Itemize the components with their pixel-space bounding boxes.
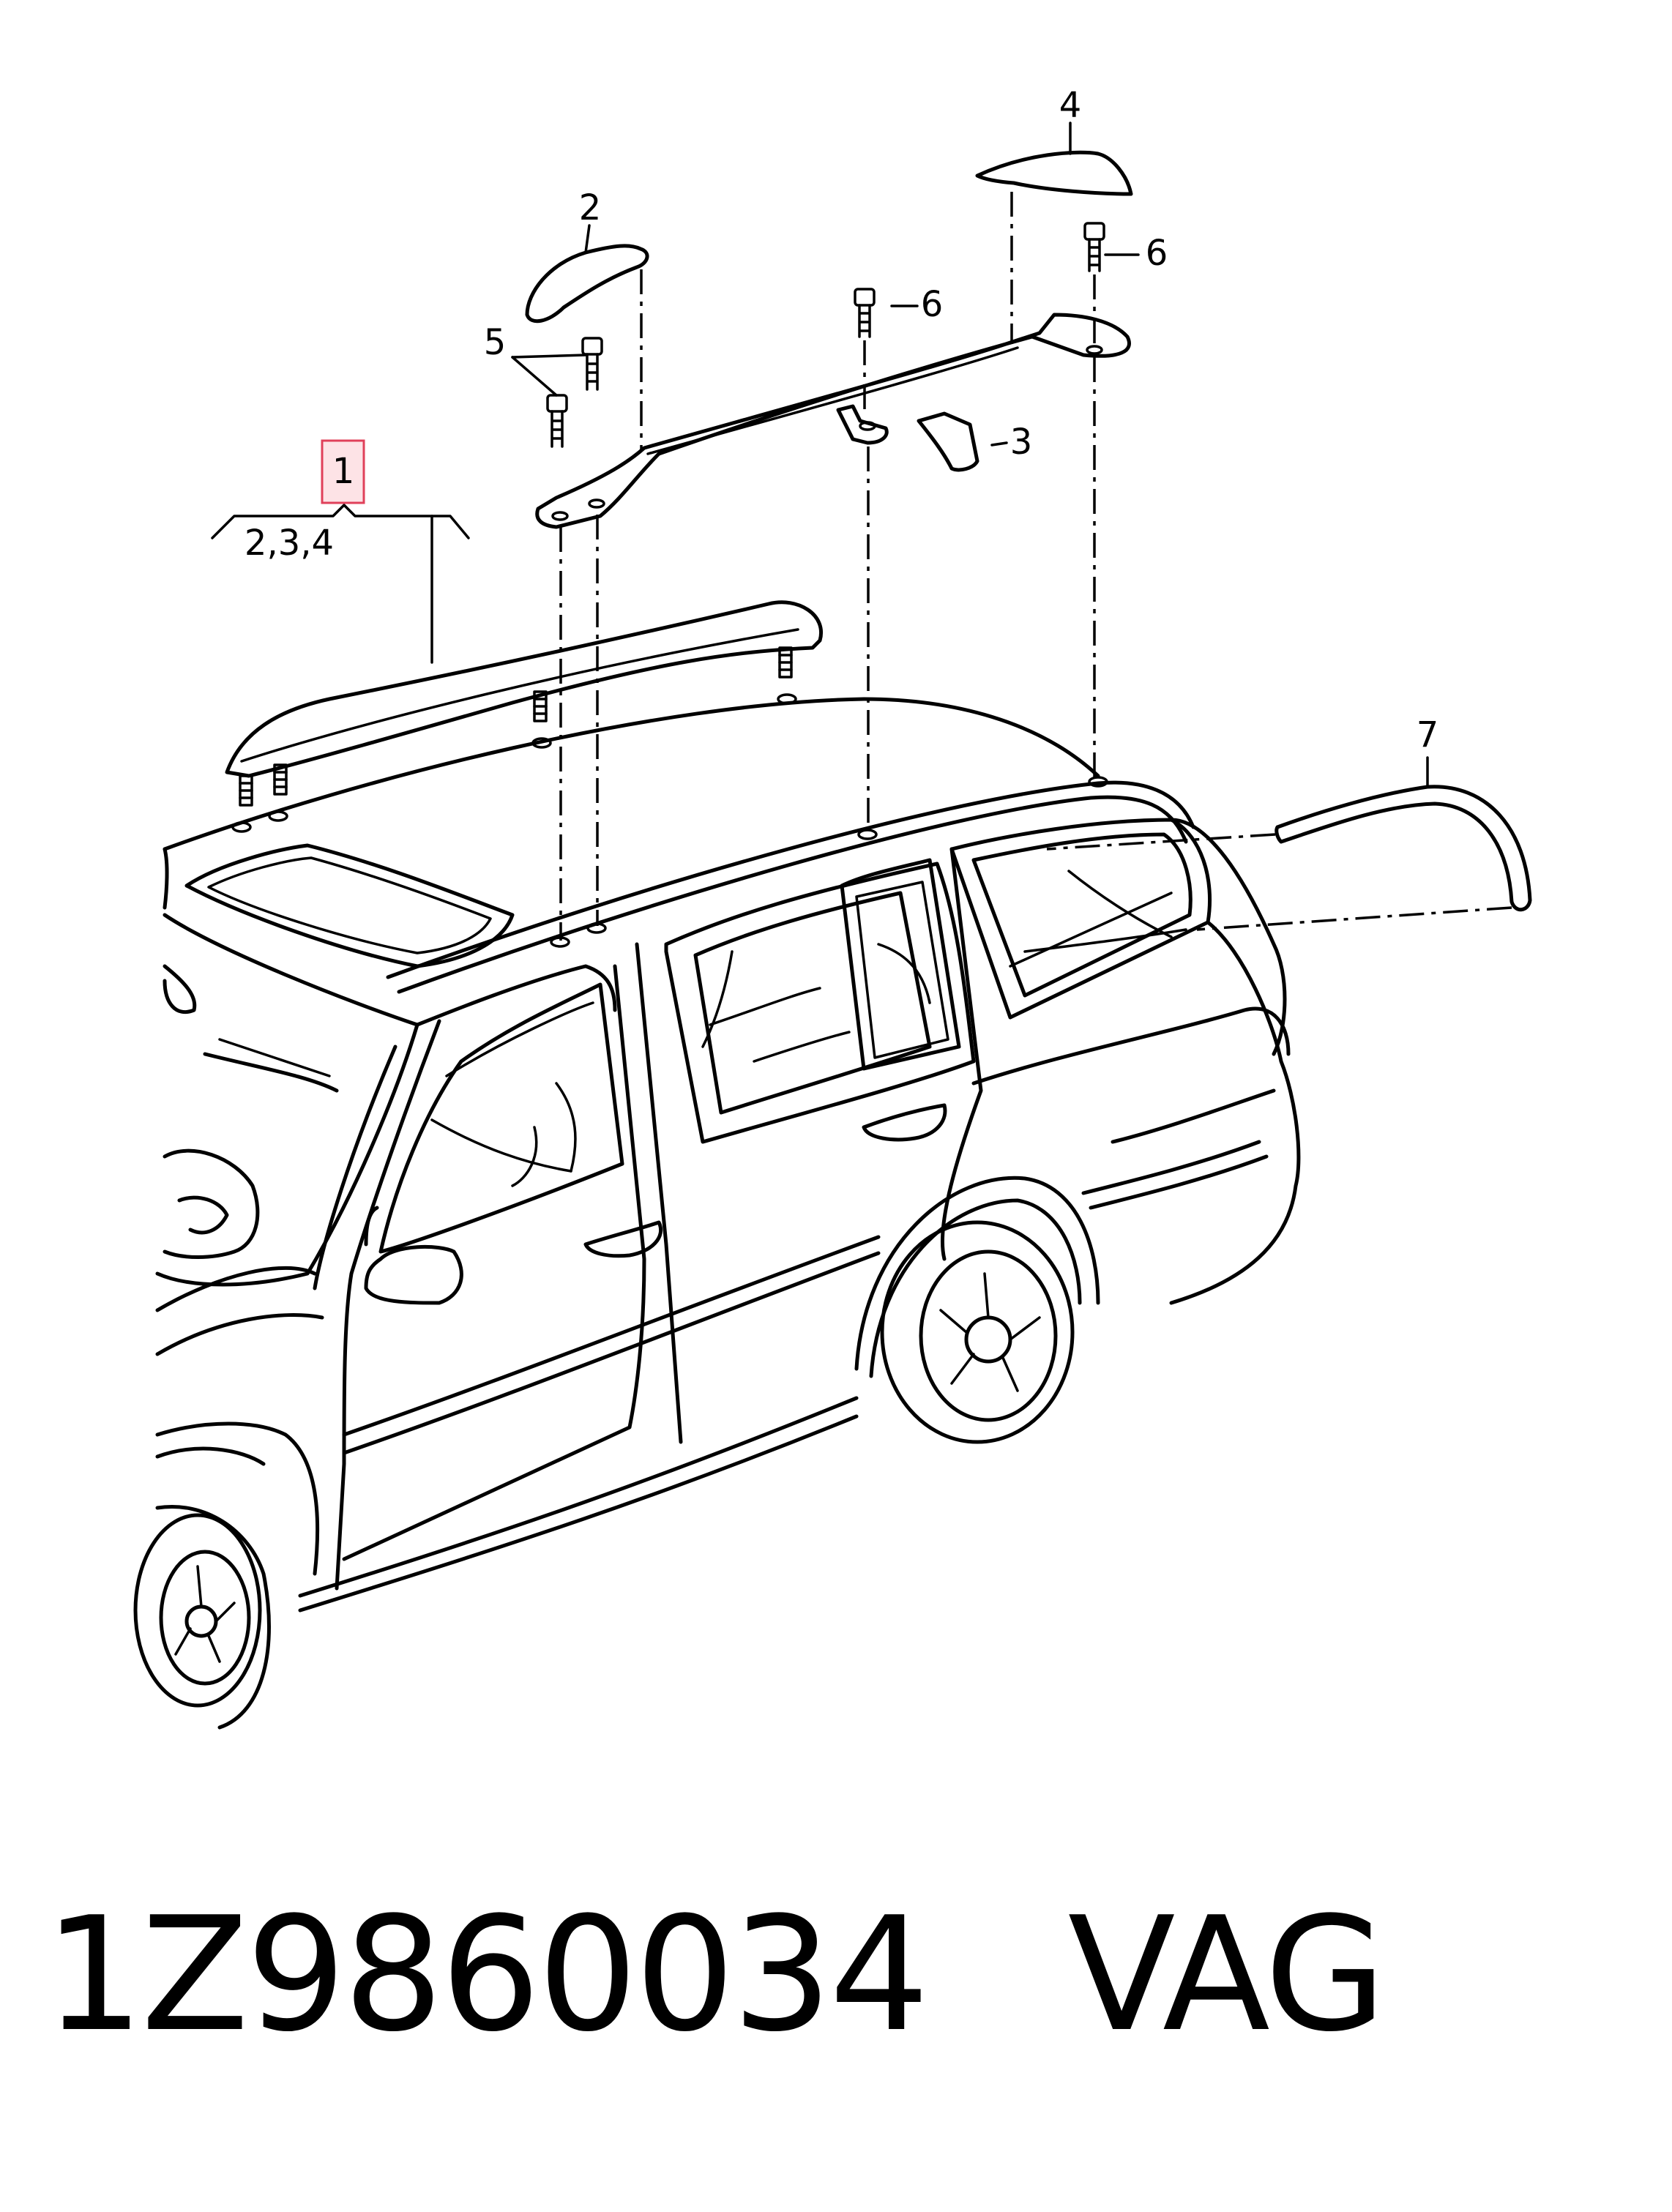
roof-rail-assembled [225, 600, 1108, 948]
callout-1: 1 [332, 451, 355, 492]
strip-part [1274, 785, 1532, 912]
callout-5: 5 [484, 322, 507, 363]
bolt-5a-icon [546, 394, 568, 448]
callout-6-rear: 6 [1146, 233, 1168, 274]
part-number-caption: 1Z9860034 VAG [44, 1896, 1387, 2053]
callout-6-middle: 6 [921, 284, 944, 325]
bolt-6b-icon [1083, 222, 1105, 272]
car-body-outline [133, 697, 1301, 1730]
rear-cap-part [975, 150, 1133, 196]
callout-3: 3 [1010, 422, 1033, 463]
bolt-5b-icon [581, 337, 603, 391]
leader-lines [211, 122, 1429, 788]
callout-1-highlight [321, 439, 365, 504]
front-cap-part [525, 244, 649, 324]
part-number: 1Z9860034 [44, 1883, 930, 2066]
callout-4: 4 [1059, 85, 1082, 126]
roof-rail-exploded [535, 313, 1131, 529]
callout-7: 7 [1417, 714, 1439, 755]
callout-2: 2 [579, 187, 602, 228]
middle-cover-part [917, 411, 979, 472]
assembly-lines [559, 192, 1512, 941]
callout-1-sublabel: 2,3,4 [245, 523, 334, 564]
bolt-6a-icon [854, 288, 876, 338]
brand-name: VAG [1067, 1883, 1387, 2066]
